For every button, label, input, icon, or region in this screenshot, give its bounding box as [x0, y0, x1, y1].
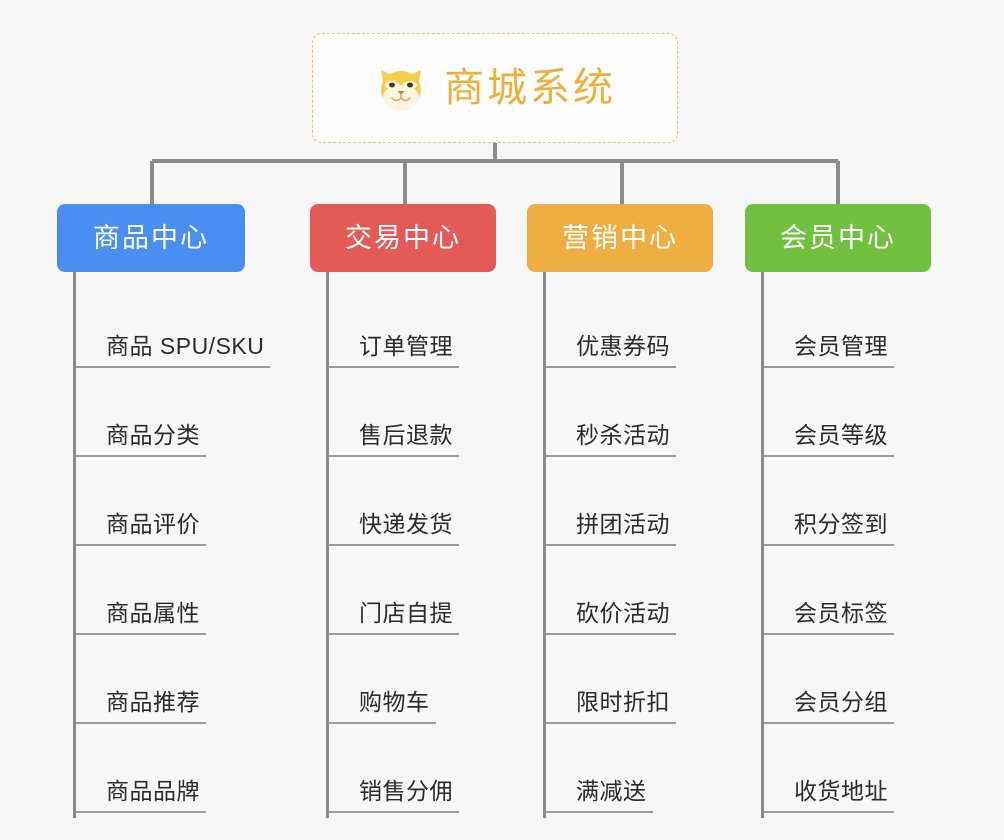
leaf-label: 满减送 [546, 777, 653, 813]
category-header-label: 营销中心 [562, 222, 678, 253]
leaf-label: 会员管理 [764, 332, 894, 368]
list-item[interactable]: 快递发货 [329, 462, 512, 551]
leaf-label: 拼团活动 [546, 510, 676, 546]
category-header-member[interactable]: 会员中心 [745, 204, 931, 272]
category-header-label: 会员中心 [780, 222, 896, 253]
leaf-label: 购物车 [329, 688, 436, 724]
list-item[interactable]: 秒杀活动 [546, 373, 729, 462]
list-item[interactable]: 购物车 [329, 640, 512, 729]
leaf-label: 会员分组 [764, 688, 894, 724]
list-item[interactable]: 门店自提 [329, 551, 512, 640]
list-item[interactable]: 会员管理 [764, 284, 947, 373]
leaf-label: 商品 SPU/SKU [76, 332, 271, 368]
list-item[interactable]: 会员标签 [764, 551, 947, 640]
category-column-product: 商品中心 商品 SPU/SKU 商品分类 商品评价 商品属性 商品推荐 [57, 204, 289, 818]
list-item[interactable]: 会员分组 [764, 640, 947, 729]
leaf-label: 快递发货 [329, 510, 459, 546]
category-header-trade[interactable]: 交易中心 [310, 204, 496, 272]
category-header-marketing[interactable]: 营销中心 [527, 204, 713, 272]
leaf-list-trade: 订单管理 售后退款 快递发货 门店自提 购物车 销售分佣 [326, 272, 512, 818]
leaf-label: 商品属性 [76, 599, 206, 635]
leaf-label: 限时折扣 [546, 688, 676, 724]
list-item[interactable]: 商品 SPU/SKU [76, 284, 289, 373]
list-item[interactable]: 会员等级 [764, 373, 947, 462]
leaf-label: 秒杀活动 [546, 421, 676, 457]
list-item[interactable]: 商品推荐 [76, 640, 289, 729]
list-item[interactable]: 销售分佣 [329, 729, 512, 818]
leaf-label: 订单管理 [329, 332, 459, 368]
leaf-label: 收货地址 [764, 777, 894, 813]
category-header-label: 交易中心 [345, 222, 461, 253]
root-title: 商城系统 [444, 66, 616, 110]
leaf-label: 会员标签 [764, 599, 894, 635]
list-item[interactable]: 积分签到 [764, 462, 947, 551]
category-header-product[interactable]: 商品中心 [57, 204, 245, 272]
leaf-label: 售后退款 [329, 421, 459, 457]
leaf-label: 会员等级 [764, 421, 894, 457]
list-item[interactable]: 商品品牌 [76, 729, 289, 818]
leaf-label: 门店自提 [329, 599, 459, 635]
leaf-list-product: 商品 SPU/SKU 商品分类 商品评价 商品属性 商品推荐 商品品牌 [73, 272, 289, 818]
list-item[interactable]: 售后退款 [329, 373, 512, 462]
category-column-trade: 交易中心 订单管理 售后退款 快递发货 门店自提 购物车 [310, 204, 512, 818]
leaf-label: 销售分佣 [329, 777, 459, 813]
list-item[interactable]: 砍价活动 [546, 551, 729, 640]
root-node[interactable]: 商城系统 [312, 33, 678, 143]
leaf-label: 商品品牌 [76, 777, 206, 813]
leaf-label: 商品推荐 [76, 688, 206, 724]
leaf-label: 砍价活动 [546, 599, 676, 635]
list-item[interactable]: 商品属性 [76, 551, 289, 640]
leaf-label: 积分签到 [764, 510, 894, 546]
list-item[interactable]: 订单管理 [329, 284, 512, 373]
category-column-member: 会员中心 会员管理 会员等级 积分签到 会员标签 会员分组 [745, 204, 947, 818]
list-item[interactable]: 收货地址 [764, 729, 947, 818]
list-item[interactable]: 拼团活动 [546, 462, 729, 551]
leaf-label: 商品分类 [76, 421, 206, 457]
list-item[interactable]: 商品评价 [76, 462, 289, 551]
category-header-label: 商品中心 [93, 222, 209, 253]
list-item[interactable]: 商品分类 [76, 373, 289, 462]
list-item[interactable]: 优惠券码 [546, 284, 729, 373]
list-item[interactable]: 满减送 [546, 729, 729, 818]
category-column-marketing: 营销中心 优惠券码 秒杀活动 拼团活动 砍价活动 限时折扣 [527, 204, 729, 818]
leaf-list-member: 会员管理 会员等级 积分签到 会员标签 会员分组 收货地址 [761, 272, 947, 818]
leaf-list-marketing: 优惠券码 秒杀活动 拼团活动 砍价活动 限时折扣 满减送 [543, 272, 729, 818]
list-item[interactable]: 限时折扣 [546, 640, 729, 729]
leaf-label: 优惠券码 [546, 332, 676, 368]
shiba-dog-emoji [374, 64, 428, 112]
leaf-label: 商品评价 [76, 510, 206, 546]
